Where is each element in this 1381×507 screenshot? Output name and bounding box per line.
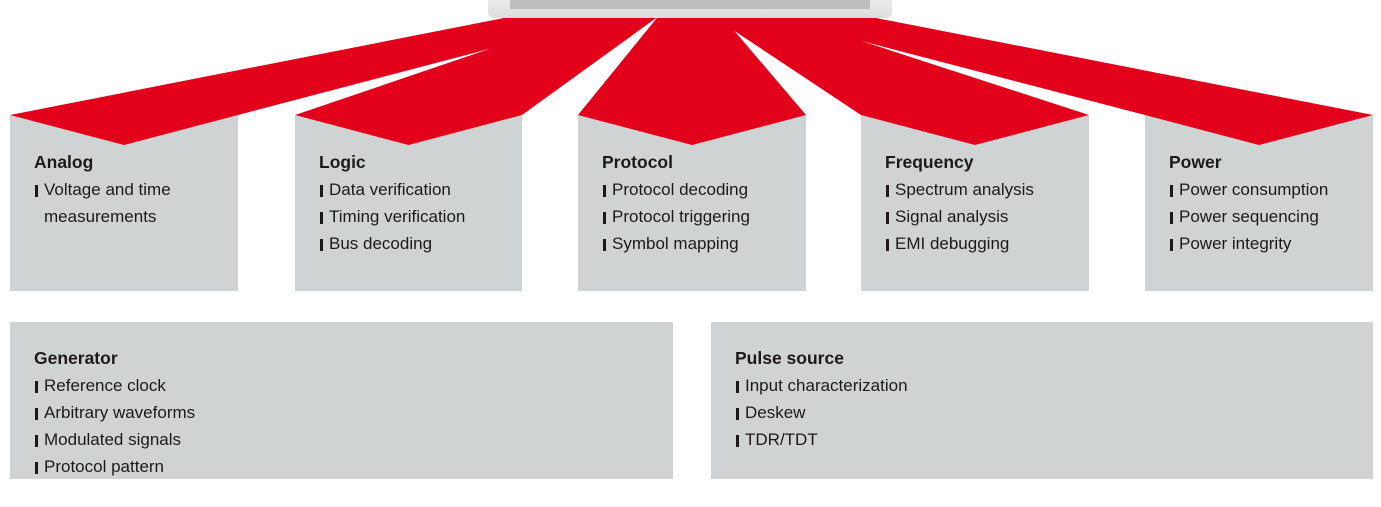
category-title: Protocol	[602, 152, 673, 172]
source-title: Generator	[34, 348, 118, 368]
instrument-device	[488, 0, 892, 18]
feature-list: Spectrum analysis Signal analysis EMI de…	[885, 176, 1089, 257]
feature-item: Power integrity	[1169, 230, 1373, 257]
category-title: Logic	[319, 152, 366, 172]
feature-item: Timing verification	[319, 203, 522, 230]
feature-item-continued: measurements	[44, 207, 157, 226]
ray-power	[735, 8, 1373, 115]
feature-list: Protocol decoding Protocol triggering Sy…	[602, 176, 806, 257]
category-title: Power	[1169, 152, 1222, 172]
category-title: Frequency	[885, 152, 974, 172]
source-box-generator: Generator Reference clock Arbitrary wave…	[10, 322, 673, 479]
feature-item: Protocol decoding	[602, 176, 806, 203]
ray-logic	[295, 8, 670, 115]
category-box-logic: Logic Data verification Timing verificat…	[295, 115, 522, 291]
category-title: Analog	[34, 152, 94, 172]
feature-item: Arbitrary waveforms	[34, 399, 673, 426]
feature-item: Power consumption	[1169, 176, 1373, 203]
box-wedge	[578, 115, 806, 145]
feature-item: TDR/TDT	[735, 426, 1373, 453]
ray-protocol	[578, 8, 806, 115]
feature-item: Power sequencing	[1169, 203, 1373, 230]
ray-analog	[10, 8, 645, 115]
feature-item: Signal analysis	[885, 203, 1089, 230]
feature-item: Spectrum analysis	[885, 176, 1089, 203]
ray-frequency	[700, 8, 1089, 115]
feature-item: Protocol pattern	[34, 453, 673, 480]
feature-item: Reference clock	[34, 372, 673, 399]
feature-item: Modulated signals	[34, 426, 673, 453]
source-title: Pulse source	[735, 348, 844, 368]
category-box-protocol: Protocol Protocol decoding Protocol trig…	[578, 115, 806, 291]
feature-list: Input characterization Deskew TDR/TDT	[735, 372, 1373, 453]
category-box-power: Power Power consumption Power sequencing…	[1145, 115, 1373, 291]
feature-list: Voltage and time measurements	[34, 176, 238, 230]
feature-list: Power consumption Power sequencing Power…	[1169, 176, 1373, 257]
feature-list: Data verification Timing verification Bu…	[319, 176, 522, 257]
feature-item: Deskew	[735, 399, 1373, 426]
feature-item: Bus decoding	[319, 230, 522, 257]
category-box-frequency: Frequency Spectrum analysis Signal analy…	[861, 115, 1089, 291]
feature-item: Input characterization	[735, 372, 1373, 399]
box-wedge	[861, 115, 1089, 145]
category-box-analog: Analog Voltage and time measurements	[10, 115, 238, 291]
feature-item: Symbol mapping	[602, 230, 806, 257]
feature-item: Protocol triggering	[602, 203, 806, 230]
box-wedge	[295, 115, 522, 145]
source-box-pulse-source: Pulse source Input characterization Desk…	[711, 322, 1373, 479]
feature-item: EMI debugging	[885, 230, 1089, 257]
feature-list: Reference clock Arbitrary waveforms Modu…	[34, 372, 673, 480]
feature-item: Voltage and time	[34, 176, 238, 203]
feature-item: Data verification	[319, 176, 522, 203]
box-wedge	[10, 115, 238, 145]
box-wedge	[1145, 115, 1373, 145]
